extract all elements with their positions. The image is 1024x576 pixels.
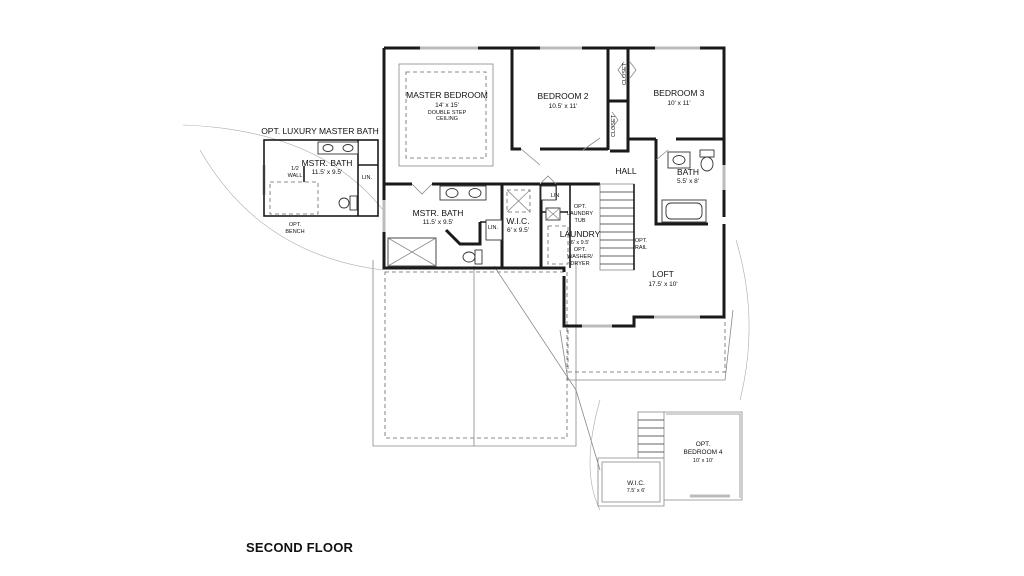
room-labels: MASTER BEDROOM 14' x 15' DOUBLE STEP CEI… [406, 62, 723, 494]
ceiling-note-2: CEILING [436, 116, 458, 122]
opt-rail-line-2: RAIL [635, 245, 647, 251]
guide-arcs [182, 124, 750, 511]
closet-label-b: CLOSET [611, 114, 617, 137]
opt-bedroom-4-line-1: OPT. [696, 441, 711, 448]
closet-doors [611, 61, 637, 129]
luxury-bath-name: MSTR. BATH [302, 158, 353, 168]
mstr-bath-name: MSTR. BATH [413, 208, 464, 218]
hall-bath-fixtures [661, 149, 715, 223]
master-bedroom-size: 14' x 15' [435, 102, 459, 109]
bath-size: 5.5' x 8' [677, 178, 699, 185]
lin-label-1: LIN. [488, 225, 499, 231]
wic-shelves [506, 189, 531, 213]
opt-bedroom-4-size: 10' x 10' [693, 458, 713, 464]
opt-tub-line-1: OPT. [574, 204, 587, 210]
wic-name: W.I.C. [506, 216, 529, 226]
loft-size: 17.5' x 10' [648, 281, 677, 288]
floor-title: SECOND FLOOR [246, 540, 354, 555]
wic-2-name: W.I.C. [627, 480, 645, 487]
opt-wd-line-3: DRYER [570, 261, 589, 267]
luxury-lin-label: LIN. [362, 175, 373, 181]
bench-line-2: BENCH [285, 229, 304, 235]
doors [411, 137, 669, 195]
bedroom-3-name: BEDROOM 3 [653, 88, 704, 98]
opt-tub-line-3: TUB [575, 218, 586, 224]
wic-2-size: 7.5' x 6' [627, 488, 646, 494]
half-wall-line-2: WALL [288, 173, 303, 179]
hall-label: HALL [615, 166, 637, 176]
opt-rail-line-1: OPT. [635, 238, 648, 244]
opt-bedroom-4-drawing [597, 411, 743, 507]
stairs [599, 183, 635, 271]
bath-name: BATH [677, 167, 699, 177]
laundry-name: LAUNDRY [560, 229, 601, 239]
master-bath-fixtures [387, 185, 503, 267]
bedroom-3-size: 10' x 11' [667, 100, 690, 107]
roof-outline [372, 260, 734, 471]
half-wall-line-1: 1/2 [291, 166, 299, 172]
lin-label-2: LIN [551, 193, 560, 199]
mstr-bath-size: 11.5' x 9.5' [423, 219, 454, 226]
opt-wd-line-1: OPT. [574, 247, 587, 253]
double-step-ceiling [398, 63, 494, 167]
bedroom-2-size: 10.5' x 11' [549, 103, 578, 110]
loft-name: LOFT [652, 269, 674, 279]
opt-wd-line-2: WASHER/ [567, 254, 593, 260]
luxury-bath-labels: OPT. LUXURY MASTER BATH MSTR. BATH 11.5'… [261, 126, 379, 235]
wic-size: 6' x 9.5' [507, 227, 529, 234]
ceiling-note-1: DOUBLE STEP [428, 110, 467, 116]
luxury-bath-title: OPT. LUXURY MASTER BATH [261, 126, 379, 136]
bedroom-2-name: BEDROOM 2 [537, 91, 588, 101]
luxury-bath-size: 11.5' x 9.5' [312, 169, 343, 176]
opt-bedroom-4-line-2: BEDROOM 4 [683, 449, 722, 456]
opt-tub-line-2: LAUNDRY [567, 211, 594, 217]
master-bedroom-name: MASTER BEDROOM [406, 90, 488, 100]
closet-label-a: CLOSET [622, 62, 628, 85]
laundry-fixtures [540, 185, 569, 265]
bench-line-1: OPT. [289, 222, 302, 228]
laundry-size: 6' x 9.5' [571, 240, 590, 246]
luxury-bath-drawing [263, 139, 379, 217]
